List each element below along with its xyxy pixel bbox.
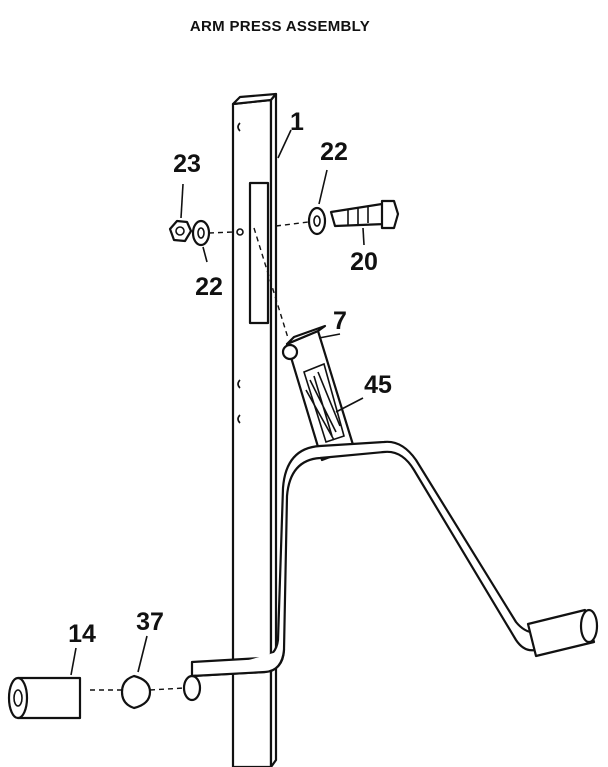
label-part-45: 45 [364,371,392,399]
label-part-23: 23 [173,150,201,178]
handle-bar [182,440,537,702]
label-part-22-right: 22 [320,138,348,166]
diagram-title: ARM PRESS ASSEMBLY [189,18,371,35]
label-part-20: 20 [350,248,378,276]
left-grip-14 [7,676,82,720]
label-part-22-left: 22 [195,273,223,301]
nut-23 [168,219,193,243]
washer-22-left [191,219,211,247]
label-part-37: 37 [136,608,164,636]
pivot-bracket-7 [281,324,356,462]
bolt-20 [329,199,400,230]
right-grip [526,608,599,658]
label-part-14: 14 [68,620,96,648]
end-cap-37 [120,674,152,710]
washer-22-right [307,206,327,236]
label-part-1: 1 [290,108,304,136]
label-part-7: 7 [333,307,347,335]
upright-post [231,92,278,767]
